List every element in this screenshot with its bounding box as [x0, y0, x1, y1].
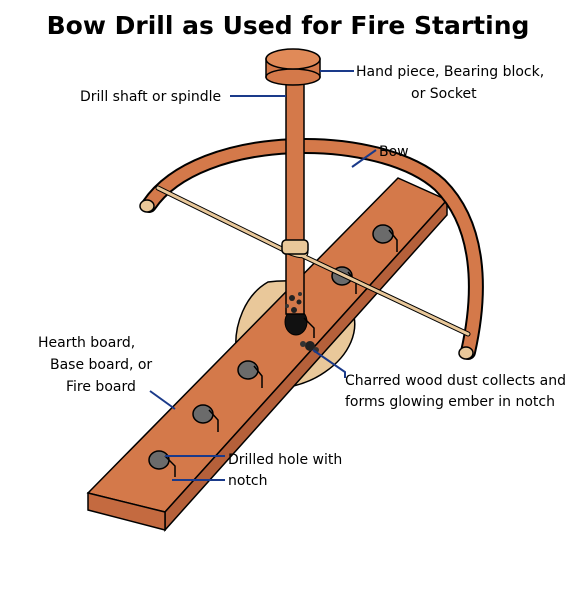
label-hand-piece: Hand piece, Bearing block, or Socket: [356, 64, 549, 102]
hand-piece: [265, 48, 321, 86]
leader-bow: [351, 149, 377, 168]
drilled-hole-2: [192, 404, 219, 432]
label-charred: Charred wood dust collects and forms glo…: [345, 373, 570, 410]
charred-dust: [285, 292, 302, 313]
label-hand-piece-line1: Hand piece, Bearing block,: [356, 64, 544, 80]
drill-shaft: [285, 75, 305, 315]
label-drill-shaft: Drill shaft or spindle: [80, 89, 221, 105]
label-charred-line2: forms glowing ember in notch: [345, 394, 555, 410]
bow-end-right: [458, 346, 474, 360]
label-hearth-line3: Fire board: [66, 379, 136, 395]
hearth-board-end: [87, 492, 166, 531]
label-hearth-line2: Base board, or: [50, 357, 152, 373]
drilled-hole-3: [237, 360, 263, 388]
drilled-hole-5: [372, 224, 398, 252]
label-charred-line1: Charred wood dust collects and: [345, 373, 566, 389]
label-bow: Bow: [379, 144, 409, 160]
label-drilled-hole-line1: Drilled hole with: [228, 452, 342, 468]
bow-arc-fill: [143, 139, 482, 358]
label-hand-piece-line2: or Socket: [411, 86, 477, 102]
label-hearth: Hearth board, Base board, or Fire board: [38, 335, 157, 395]
leader-charred: [312, 349, 346, 378]
bow-end-left: [139, 199, 155, 213]
leader-lines: [149, 70, 377, 481]
label-hearth-line1: Hearth board,: [38, 335, 135, 351]
leader-hearth: [149, 390, 176, 410]
label-drilled-hole-line2: notch: [228, 473, 268, 489]
drilled-hole-1: [148, 450, 176, 477]
diagram-title: Bow Drill as Used for Fire Starting: [47, 11, 530, 40]
string-wrap: [281, 239, 309, 255]
label-drilled-hole: Drilled hole with notch: [228, 452, 347, 489]
